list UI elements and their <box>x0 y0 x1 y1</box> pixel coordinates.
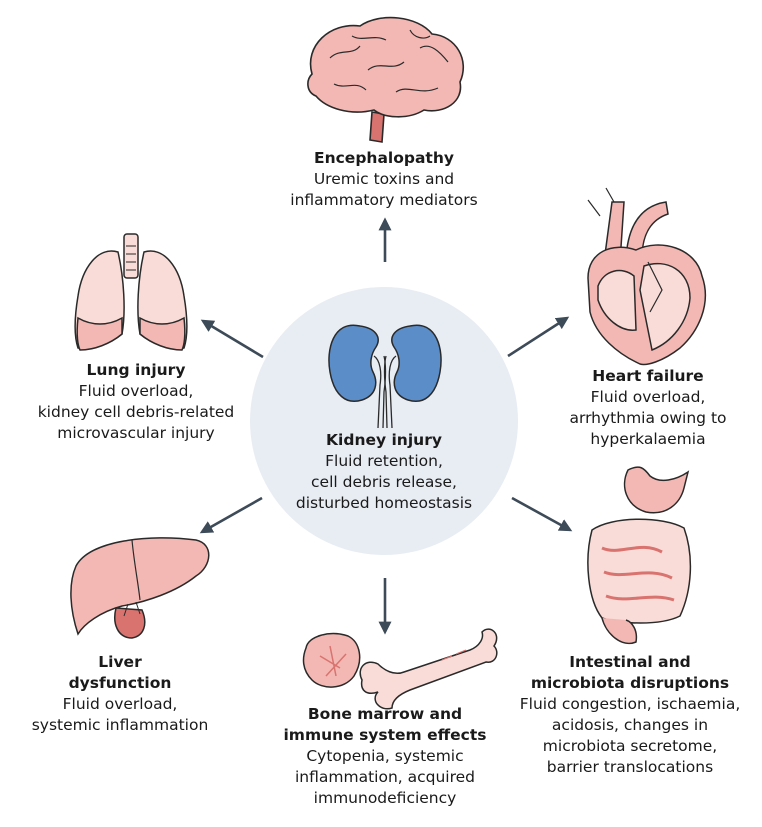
intestinal-line: barrier translocations <box>546 758 714 776</box>
kidney-injury-circle <box>250 287 518 555</box>
lung-injury-line: microvascular injury <box>57 424 215 442</box>
encephalopathy-title: Encephalopathy <box>314 149 454 167</box>
intestinal-line: acidosis, changes in <box>551 716 709 734</box>
brain-icon <box>307 16 465 143</box>
kidney-injury-line: Fluid retention, <box>325 452 443 470</box>
lung-injury-line: Fluid overload, <box>78 382 194 400</box>
liver-dysfunction-label: Liver dysfunction Fluid overload, system… <box>10 652 230 736</box>
liver-icon <box>70 537 210 639</box>
arrow-to-lungs <box>200 319 264 359</box>
bone-marrow-line: inflammation, acquired <box>294 768 476 786</box>
bone-marrow-title: Bone marrow and <box>307 705 463 723</box>
intestinal-label: Intestinal and microbiota disruptions Fl… <box>510 652 750 778</box>
heart-failure-label: Heart failure Fluid overload, arrhythmia… <box>548 366 748 450</box>
arrow-to-intestine <box>511 496 573 532</box>
liver-dysfunction-line: systemic inflammation <box>31 716 209 734</box>
liver-dysfunction-title: dysfunction <box>68 674 172 692</box>
encephalopathy-line: Uremic toxins and <box>313 170 455 188</box>
bone-marrow-title: immune system effects <box>283 726 487 744</box>
kidney-injury-label: Kidney injury Fluid retention, cell debr… <box>274 430 494 514</box>
heart-failure-title: Heart failure <box>592 367 704 385</box>
bone-marrow-line: immunodeficiency <box>313 789 457 807</box>
lung-injury-title: Lung injury <box>86 361 186 379</box>
bone-marrow-label: Bone marrow and immune system effects Cy… <box>265 704 505 809</box>
heart-icon <box>587 187 707 366</box>
bone-marrow-line: Cytopenia, systemic <box>306 747 464 765</box>
kidney-injury-line: disturbed homeostasis <box>295 494 473 512</box>
arrow-to-liver <box>199 496 263 534</box>
heart-failure-line: Fluid overload, <box>590 388 706 406</box>
lungs-icon <box>74 233 188 351</box>
encephalopathy-label: Encephalopathy Uremic toxins and inflamm… <box>264 148 504 211</box>
kidney-icon <box>328 324 442 429</box>
heart-failure-line: hyperkalaemia <box>590 430 706 448</box>
liver-dysfunction-line: Fluid overload, <box>62 695 178 713</box>
lung-injury-label: Lung injury Fluid overload, kidney cell … <box>16 360 256 444</box>
liver-dysfunction-title: Liver <box>98 653 142 671</box>
lung-injury-line: kidney cell debris-related <box>37 403 235 421</box>
kidney-injury-line: cell debris release, <box>311 473 457 491</box>
intestinal-line: microbiota secretome, <box>542 737 718 755</box>
intestinal-title: microbiota disruptions <box>530 674 730 692</box>
bone-marrow-icon <box>302 628 498 710</box>
encephalopathy-line: inflammatory mediators <box>290 191 478 209</box>
heart-failure-line: arrhythmia owing to <box>569 409 727 427</box>
intestinal-line: Fluid congestion, ischaemia, <box>519 695 741 713</box>
arrow-to-heart <box>507 316 570 358</box>
intestine-icon <box>587 466 692 645</box>
kidney-injury-title: Kidney injury <box>326 431 442 449</box>
intestinal-title: Intestinal and <box>569 653 691 671</box>
arrows <box>199 217 573 635</box>
